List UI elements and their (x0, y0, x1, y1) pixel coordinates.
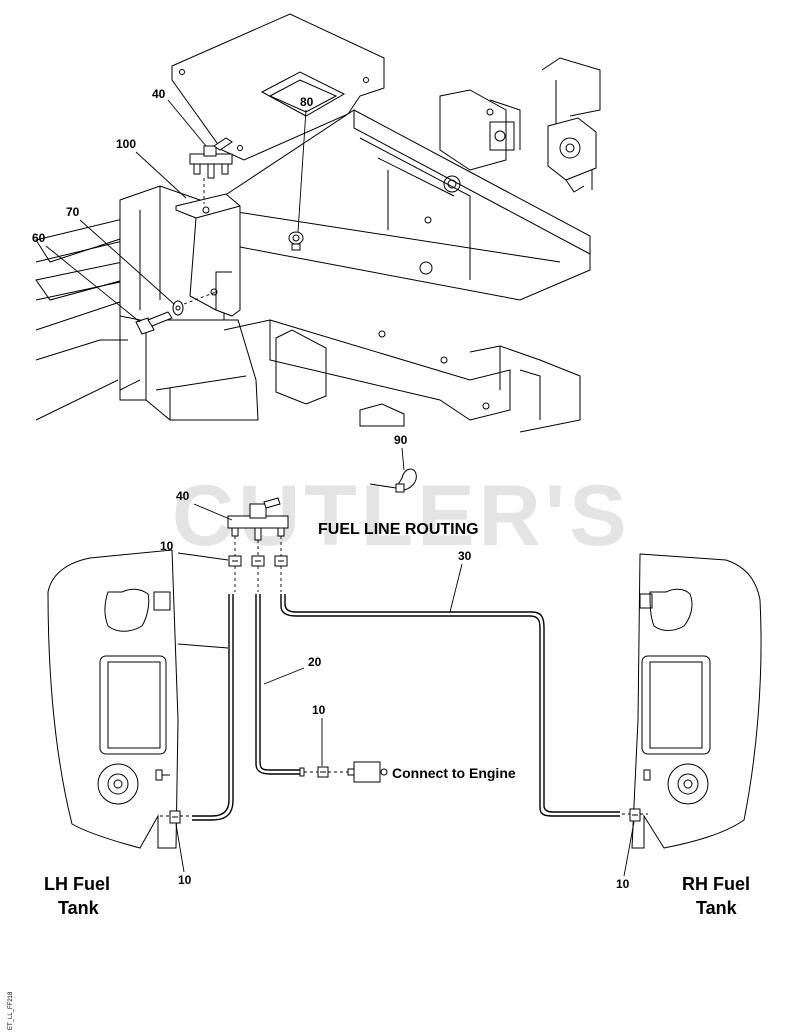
callout-70: 70 (66, 205, 80, 219)
lh-tank-label-line2: Tank (58, 898, 100, 918)
connect-to-engine-label: Connect to Engine (392, 765, 516, 781)
callout-10-mid: 10 (312, 703, 326, 717)
callout-60: 60 (32, 231, 46, 245)
fuel-line-routing-title: FUEL LINE ROUTING (318, 521, 479, 538)
bolt-and-washer (135, 291, 217, 335)
figure-id: ET_LL_FF218 (8, 991, 14, 1030)
rh-fuel-tank (622, 553, 762, 849)
callout-20: 20 (308, 655, 322, 669)
fuel-line-30 (280, 594, 620, 817)
fuel-line-20 (255, 594, 388, 783)
grommet (288, 231, 304, 251)
lh-tank-label-line1: LH Fuel (44, 874, 110, 894)
callout-10-left: 10 (178, 873, 192, 887)
callout-30: 30 (458, 549, 472, 563)
lh-fuel-tank (47, 549, 192, 849)
callout-90: 90 (394, 433, 408, 447)
clamp-90 (369, 468, 417, 493)
fuel-line-50 (192, 594, 234, 821)
fuel-valve-top (189, 137, 233, 204)
callout-40-top: 40 (152, 87, 166, 101)
callout-10-top: 10 (160, 539, 174, 553)
hose-clamps-valve (228, 555, 288, 592)
callout-80: 80 (300, 95, 314, 109)
frame-illustration (35, 13, 601, 433)
callout-40-bottom: 40 (176, 489, 190, 503)
callout-100: 100 (116, 137, 136, 151)
callout-10-right: 10 (616, 877, 630, 891)
rh-tank-label-line2: Tank (696, 898, 738, 918)
rh-tank-label-line1: RH Fuel (682, 874, 750, 894)
fuel-valve-bottom (227, 497, 289, 556)
